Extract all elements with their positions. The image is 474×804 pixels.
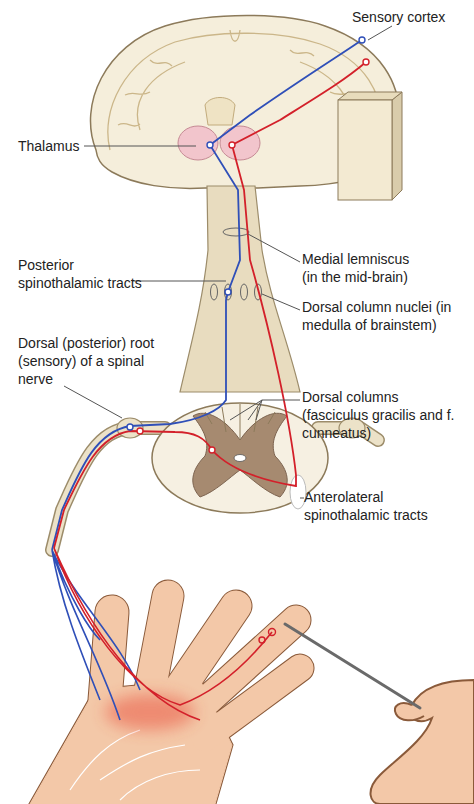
anatomy-label: Medial lemniscus (in the mid-brain)	[302, 250, 427, 286]
receptor	[269, 629, 276, 636]
synapse	[359, 37, 365, 43]
synapse	[363, 59, 369, 65]
red-fibres	[54, 548, 272, 720]
anatomy-label: Anterolateral spinothalamic tracts	[304, 488, 439, 524]
anatomy-label: Dorsal column nuclei (in medulla of brai…	[302, 298, 467, 334]
pin	[285, 624, 420, 708]
anatomy-label: Thalamus	[18, 137, 98, 155]
spinal-nerve	[52, 428, 165, 550]
synapse	[207, 142, 213, 148]
holding-hand-outline	[371, 680, 474, 804]
holding-thumb	[395, 703, 424, 720]
spinal-cord	[152, 403, 328, 513]
synapse	[127, 424, 133, 430]
brain-cut-top	[338, 92, 402, 100]
hand-veins	[70, 730, 200, 800]
anatomy-label: Posterior spinothalamic tracts	[18, 256, 158, 292]
brain-cut-face	[338, 100, 392, 200]
receptor	[259, 637, 265, 643]
synapse	[209, 447, 215, 453]
anterolateral-tract	[290, 475, 306, 509]
thalamus-left	[178, 126, 218, 160]
nucleus-marker	[211, 284, 218, 300]
brainstem	[180, 186, 300, 392]
hand	[30, 596, 300, 804]
central-canal	[234, 455, 246, 462]
synapse	[229, 142, 235, 148]
hand-outline	[30, 596, 300, 804]
anatomy-label: Sensory cortex	[352, 8, 470, 26]
brain-ventricle	[205, 98, 235, 126]
blue-pathway	[52, 40, 362, 550]
anatomy-label: Dorsal columns (fasciculus gracilis and …	[302, 388, 468, 442]
nucleus-marker	[241, 284, 248, 300]
synapse	[225, 289, 231, 295]
spinal-nerve-outline	[52, 428, 165, 550]
synapse	[137, 428, 143, 434]
brain-cut-side	[392, 92, 402, 200]
medial-lemniscus-marker	[223, 228, 249, 236]
anatomy-label: Dorsal (posterior) root (sensory) of a s…	[18, 334, 178, 388]
thalamus-right	[220, 126, 260, 160]
